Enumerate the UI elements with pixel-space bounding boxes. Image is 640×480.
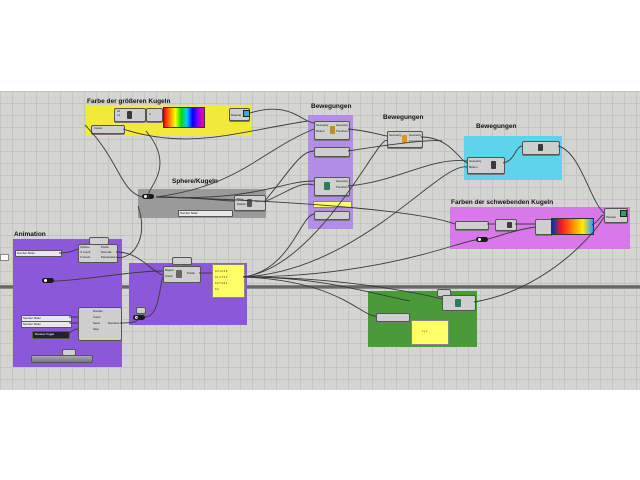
grasshopper-canvas[interactable]: Farbe der größeren Kugeln L0 L1 C Materi… [0, 91, 640, 390]
gradient-preview[interactable] [551, 218, 594, 235]
yellow-panel[interactable]: 0.0 1.2 2.8 3.1 4.7 5.2 6.0 7.3 8.1 9.4 [212, 264, 245, 298]
left-edge-marker [0, 254, 9, 261]
wires [53, 108, 605, 335]
move-component[interactable] [522, 141, 560, 155]
vector-component[interactable] [314, 147, 350, 157]
group-title: Farben der schwebenden Kugeln [451, 199, 554, 206]
number-slider[interactable]: Number Slider [21, 321, 72, 328]
canvas-divider [0, 285, 640, 289]
move-component[interactable]: Geometry Transform [314, 177, 350, 196]
boolean-toggle[interactable] [42, 278, 54, 283]
group-title: Bewegungen [476, 123, 517, 130]
number-slider[interactable]: Number Slider [15, 250, 62, 257]
swatch-icon [243, 110, 250, 117]
transform-component[interactable]: Geometry Motion [467, 157, 505, 174]
number-slider[interactable]: Number Slider [178, 210, 233, 217]
animation-lower-component[interactable]: Domain Count Seed Step Numbers [78, 307, 122, 341]
slider-bar[interactable] [31, 355, 93, 363]
move-component[interactable] [442, 295, 476, 311]
list-component[interactable] [376, 313, 410, 322]
group-title: Animation [14, 231, 46, 238]
gradient-component[interactable] [495, 219, 517, 231]
swatch-icon [620, 210, 627, 217]
boolean-toggle-component[interactable]: Boolean Toggle [32, 331, 70, 339]
color-swatch-component[interactable]: Material [229, 108, 250, 121]
preview-component[interactable]: Preview [604, 208, 628, 223]
gradient-preview[interactable] [163, 107, 205, 128]
gradient-component[interactable]: L0 L1 [114, 108, 146, 122]
group-title: Farbe der größeren Kugeln [87, 98, 171, 105]
yellow-panel[interactable]: x y z [411, 320, 449, 345]
group-title: Sphere/Kugeln [172, 178, 218, 185]
populate-component[interactable]: Region Count Points [163, 266, 201, 283]
animation-main-component[interactable]: Surface U Count V Count Points Normals P… [78, 244, 118, 263]
number-component[interactable] [314, 211, 350, 220]
gradient-output-component[interactable]: C [146, 108, 163, 122]
timer-component[interactable] [172, 257, 192, 265]
boolean-toggle[interactable] [476, 237, 488, 242]
group-title: Bewegungen [311, 103, 352, 110]
group-title: Bewegungen [383, 114, 424, 121]
small-component[interactable] [136, 307, 146, 314]
list-component[interactable] [455, 221, 489, 230]
move-component[interactable]: Geometry Motion Geometry Transform [314, 121, 350, 140]
